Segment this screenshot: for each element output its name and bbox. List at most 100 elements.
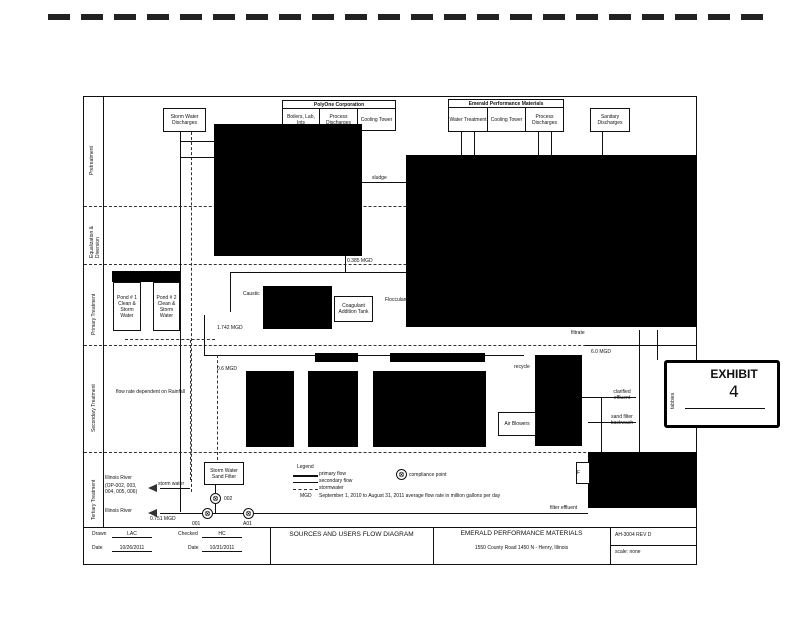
compliance-point-icon: ⊗	[243, 508, 254, 519]
legend-mgd-desc: September 1, 2010 to August 31, 2011 ave…	[319, 493, 501, 499]
flow-line	[125, 339, 215, 340]
redaction-block	[246, 371, 294, 447]
scan-dash	[543, 14, 565, 20]
flow-line	[345, 256, 346, 272]
sludge-label: sludge	[372, 175, 387, 181]
flow-0385-label: 0.385 MGD	[347, 258, 373, 264]
lane-divider	[84, 206, 696, 207]
lane-pretreatment: Pretreatment	[89, 146, 95, 175]
redaction-block	[390, 353, 485, 362]
redaction-block	[214, 124, 362, 256]
redaction-block	[315, 353, 358, 362]
storm-water-sand-filter: Storm Water Sand Filter	[204, 462, 244, 485]
checked-value: HC	[202, 531, 242, 538]
filter-effluent-label: filter effluent	[550, 505, 578, 511]
emerald-water-treatment: Water Treatment	[448, 107, 488, 132]
redaction-block	[588, 452, 697, 508]
drawing-number: AH-3004 REV D	[615, 532, 652, 538]
flow-line	[230, 272, 231, 312]
company-address: 1550 County Road 1450 N - Henry, Illinoi…	[474, 545, 569, 551]
flow-line	[180, 132, 181, 512]
flow-line	[639, 330, 640, 455]
flow-line	[190, 340, 191, 480]
scan-dash	[642, 14, 664, 20]
lane-primary: Primary Treatment	[91, 293, 97, 335]
scan-dash	[147, 14, 169, 20]
title-block-divider	[610, 527, 611, 565]
redaction-block	[535, 355, 582, 446]
legend-storm-line	[293, 489, 318, 490]
flow-line	[180, 141, 220, 142]
flow-line	[582, 397, 636, 398]
caustic-label: Caustic	[243, 291, 260, 297]
drawn-value: LAC	[112, 531, 152, 538]
legend-secondary-line	[293, 482, 318, 483]
diagram-frame	[83, 96, 697, 565]
polyone-cooling: Cooling Tower	[357, 108, 396, 131]
cp-001-label: 001	[192, 521, 201, 527]
date-label: Date	[92, 545, 103, 551]
redaction-block	[263, 286, 332, 329]
compliance-point-icon: ⊗	[202, 508, 213, 519]
redaction-block	[373, 371, 486, 447]
flow-line	[362, 182, 412, 183]
flow-line	[538, 132, 539, 156]
scan-dash	[279, 14, 301, 20]
scan-dash	[510, 14, 532, 20]
scan-dash	[378, 14, 400, 20]
discharge-arrow	[148, 509, 157, 517]
air-blowers-box: Air Blowers	[498, 412, 536, 436]
lane-divider	[84, 452, 696, 453]
recycle-label: recycle	[514, 364, 530, 370]
scan-dash	[345, 14, 367, 20]
scan-dash	[708, 14, 730, 20]
exhibit-underline	[685, 408, 765, 409]
rainfall-note: flow rate dependent on Rainfall	[116, 389, 185, 395]
lane-column-divider	[103, 96, 104, 527]
exhibit-title: EXHIBIT	[710, 367, 758, 381]
title-block-divider	[433, 527, 434, 565]
lane-divider	[84, 264, 696, 265]
flow-0751-label: 0.751 MGD	[150, 516, 176, 522]
backwash-label: sand filter backwash	[610, 414, 634, 426]
emerald-cooling: Cooling Tower	[487, 107, 526, 132]
redaction-block	[406, 155, 697, 327]
redaction-block	[112, 271, 180, 282]
flow-line	[204, 315, 205, 355]
pond-2-box: Pond # 2 Clean & Storm Water	[153, 282, 180, 331]
flow-line	[180, 157, 220, 158]
discharge-arrow	[148, 484, 157, 492]
lane-tertiary: Tertiary Treatment	[91, 479, 97, 520]
final-effluent-line	[160, 513, 588, 514]
title-block-divider	[84, 527, 696, 528]
flow-line	[230, 272, 410, 273]
storm-water-discharges-box: Storm Water Discharges	[163, 108, 206, 132]
scan-dash	[741, 14, 763, 20]
legend-primary: primary flow	[319, 471, 346, 477]
flow-line	[160, 488, 190, 489]
scan-dash	[81, 14, 103, 20]
flow-line	[585, 345, 697, 346]
flow-line	[601, 397, 602, 455]
sanitary-discharges-box: Sanitary Discharges	[590, 108, 630, 132]
checked-label: Checked	[178, 531, 198, 537]
illinois-river-1: Illinois River	[105, 475, 132, 481]
title-block-divider	[610, 545, 696, 546]
lane-divider	[84, 345, 696, 346]
exhibit-vendor: tabbies	[670, 392, 676, 409]
flow-06-label: 0.6 MGD	[217, 366, 238, 372]
legend-mgd-key: MGD	[300, 493, 312, 499]
legend-stormwater: stormwater	[319, 485, 344, 491]
legend-compliance: compliance point	[409, 472, 447, 478]
date-checked: 10/31/2011	[202, 545, 242, 552]
diagram-title: SOURCES AND USERS FLOW DIAGRAM	[289, 531, 414, 538]
scan-dash	[444, 14, 466, 20]
scan-dash	[411, 14, 433, 20]
flow-line	[602, 132, 603, 156]
scan-dash	[312, 14, 334, 20]
filtrate-label: filtrate	[571, 330, 585, 336]
legend-primary-line	[293, 475, 318, 477]
filter-box-partial: F	[576, 462, 590, 484]
flow-line	[461, 132, 462, 156]
